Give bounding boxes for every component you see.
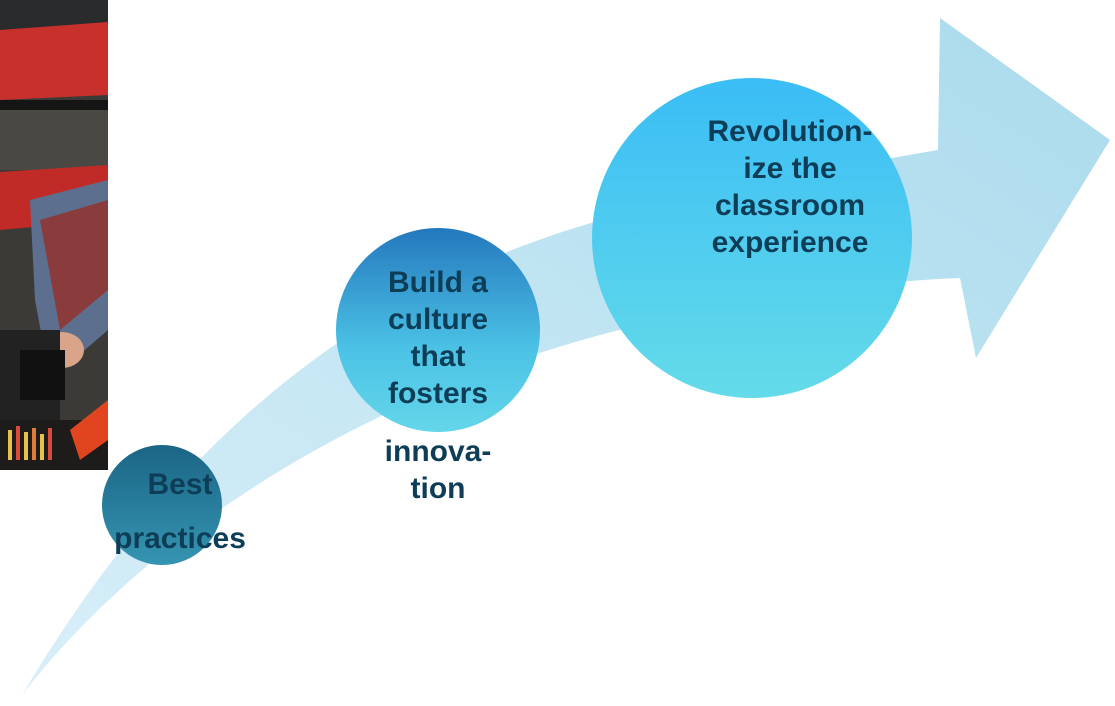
step-3-line-4: experience xyxy=(711,226,869,259)
step-circle-1 xyxy=(102,445,222,565)
step-2-line-4: fosters xyxy=(387,377,489,410)
classroom-photo xyxy=(0,0,108,470)
step-1-line-2: practices xyxy=(114,522,246,555)
step-label-3: Revolution- ize the classroom experience xyxy=(690,113,890,261)
step-3-line-2: ize the xyxy=(743,152,837,185)
step-label-1: Best practices xyxy=(100,466,260,557)
step-2-line-2: culture xyxy=(387,303,489,336)
step-1-line-1: Best xyxy=(147,468,213,501)
step-2-line-3: that xyxy=(410,340,466,373)
step-2-line-1: Build a xyxy=(387,266,488,299)
step-label-2: Build a culture that fosters innova- tio… xyxy=(358,264,518,507)
step-2-line-5: innova- xyxy=(384,435,492,468)
step-2-line-6: tion xyxy=(410,472,466,505)
curved-arrow-shape xyxy=(22,18,1110,695)
step-circle-2 xyxy=(336,228,540,432)
step-3-line-3: classroom xyxy=(714,189,866,222)
step-circle-3 xyxy=(592,78,912,398)
step-3-line-1: Revolution- xyxy=(707,115,873,148)
